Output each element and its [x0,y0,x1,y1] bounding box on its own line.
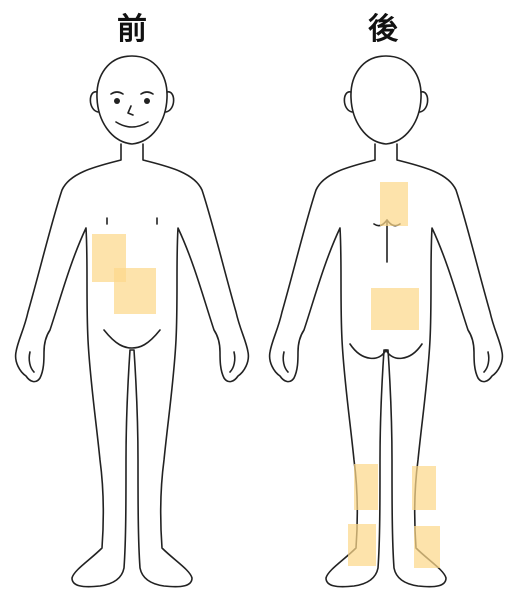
front-figure [16,56,249,587]
back-patch-left-calf [354,464,378,510]
front-head [97,56,167,144]
front-face [111,92,153,127]
back-patch-lower-back [371,288,419,330]
back-patch-right-ankle [414,526,440,568]
back-patch-upper-back [380,182,408,226]
back-buttocks-line [350,344,422,358]
front-hip-line [104,330,160,348]
back-figure [270,56,503,587]
back-head [351,56,421,144]
back-patch-right-calf [412,466,436,510]
back-patch-left-ankle [348,524,376,566]
front-patch-abdomen [114,268,156,314]
front-body-outline [16,144,249,587]
